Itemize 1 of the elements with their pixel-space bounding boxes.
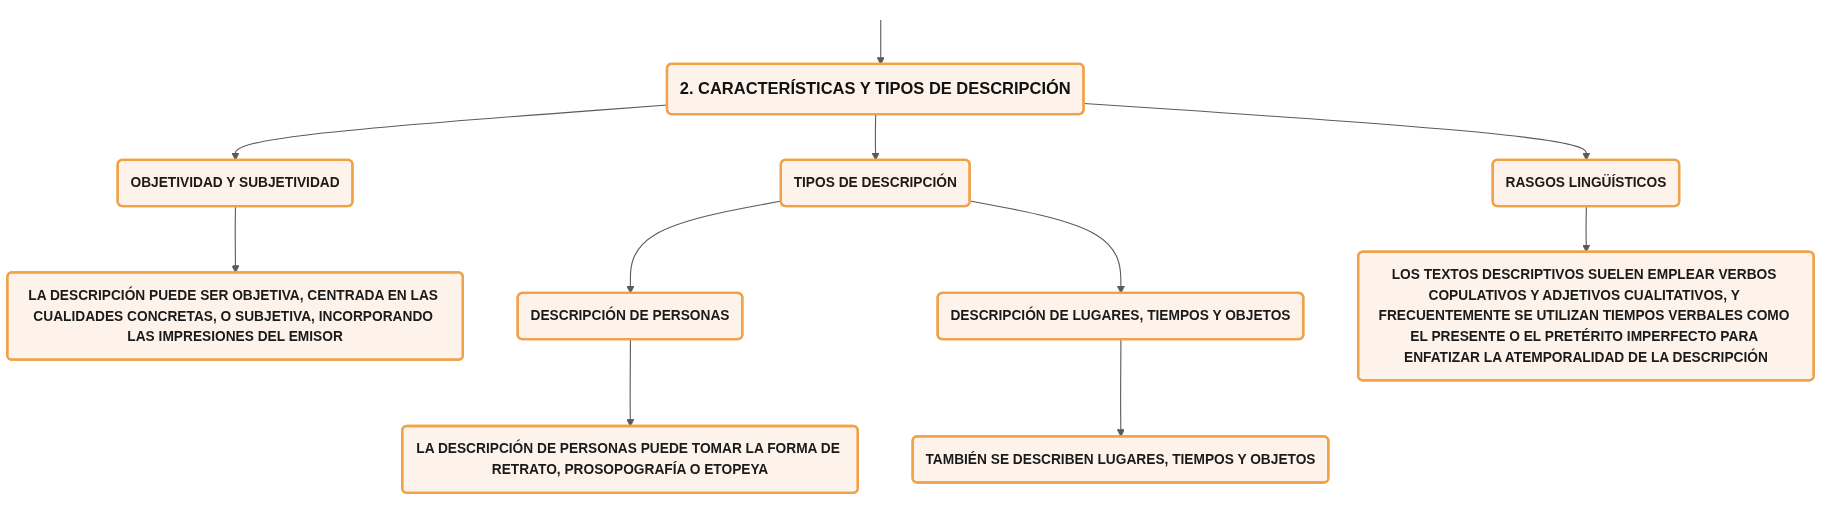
arrow [626, 339, 635, 427]
